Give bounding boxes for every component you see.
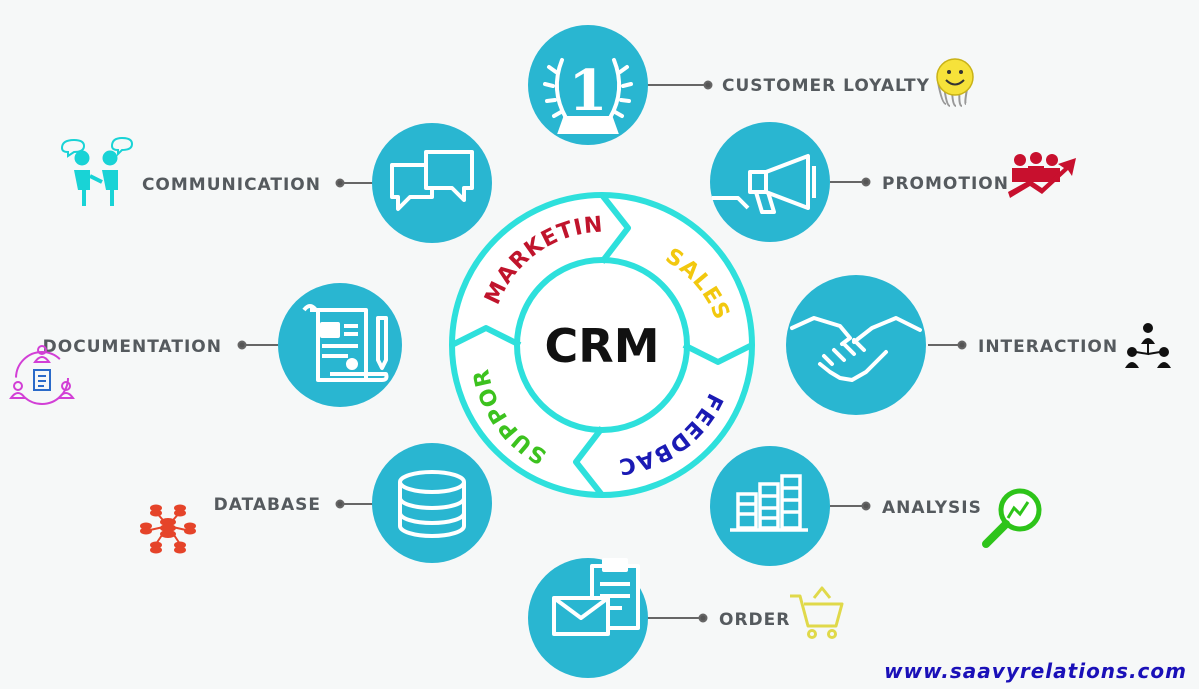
magnifier-icon — [982, 488, 1042, 548]
node-order — [528, 558, 648, 678]
promotion-arrow-icon — [1008, 152, 1076, 198]
people-talking-icon — [60, 136, 134, 206]
shopping-cart-icon — [790, 586, 844, 639]
node-promotion — [710, 122, 830, 242]
label-communication: COMMUNICATION — [142, 175, 321, 195]
node-interaction — [786, 275, 926, 415]
footer-url[interactable]: www.saavyrelations.com — [884, 659, 1187, 683]
node-communication — [372, 123, 492, 243]
document-scroll-icon — [302, 304, 389, 382]
node-documentation — [278, 283, 402, 407]
smiley-icon — [936, 58, 974, 107]
connector-lines — [237, 80, 967, 623]
ring-marketing: MARKETING — [0, 0, 603, 308]
label-database: DATABASE — [214, 495, 321, 515]
crm-center-label: CRM — [545, 319, 660, 373]
trophy-icon — [543, 58, 633, 134]
megaphone-icon — [712, 154, 816, 214]
order-clipboard-icon — [552, 558, 640, 636]
chat-bubbles-icon — [390, 150, 474, 211]
node-database — [372, 443, 492, 563]
trophy-digit: 1 — [569, 58, 608, 124]
label-customer-loyalty: CUSTOMER LOYALTY — [722, 76, 930, 96]
node-customer-loyalty: 1 — [528, 25, 648, 145]
database-icon — [398, 470, 466, 538]
label-documentation: DOCUMENTATION — [43, 337, 222, 357]
svg-text:MARKETING: MARKETING — [0, 0, 604, 308]
label-promotion: PROMOTION — [882, 174, 1009, 194]
label-analysis: ANALYSIS — [882, 498, 982, 518]
database-network-icon — [140, 504, 196, 554]
node-analysis — [710, 446, 830, 566]
network-people-icon — [1125, 323, 1171, 368]
bar-chart-icon — [730, 474, 808, 532]
handshake-icon — [790, 316, 922, 382]
label-order: ORDER — [719, 610, 790, 630]
label-interaction: INTERACTION — [978, 337, 1118, 357]
documentation-people-icon — [9, 345, 75, 405]
